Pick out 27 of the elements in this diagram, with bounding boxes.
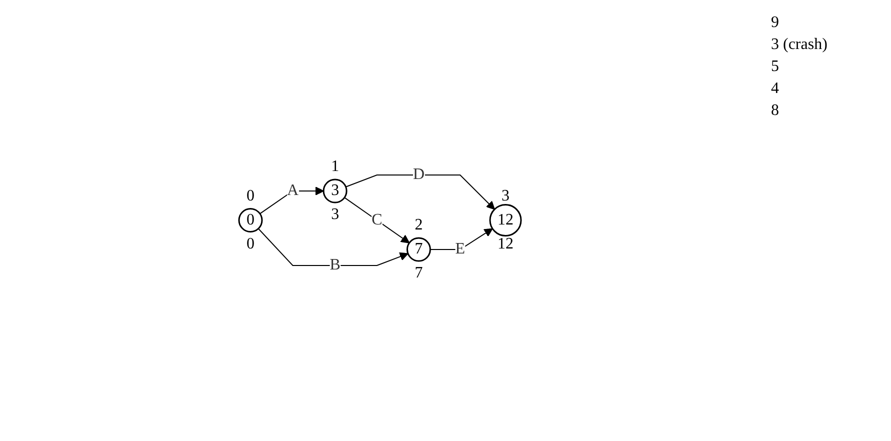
- node-label: 2: [415, 216, 424, 234]
- edge-label: A: [287, 182, 300, 200]
- node-circle: 0: [238, 208, 264, 233]
- node-label: 0: [246, 236, 255, 252]
- arrow: [346, 174, 496, 210]
- node-circle: 7: [406, 238, 432, 262]
- node-circle: 12: [490, 204, 522, 237]
- edge-label: B: [330, 256, 341, 274]
- arrow: [258, 228, 409, 266]
- node-circle: 3: [323, 179, 348, 204]
- node-label: 0: [246, 188, 255, 204]
- arrow: [344, 197, 410, 244]
- edge-label: D: [413, 166, 425, 184]
- node-label: 1: [332, 158, 340, 176]
- node-label: 12: [498, 236, 514, 252]
- node-label: 3: [332, 206, 340, 224]
- edge-label: C: [372, 212, 383, 228]
- duration-label: 5: [771, 58, 780, 76]
- duration-label: 9: [771, 14, 780, 32]
- duration-label: 8: [771, 102, 780, 120]
- node-label: 7: [415, 264, 424, 282]
- edge-label: E: [456, 240, 466, 258]
- node-label: 3: [502, 188, 510, 204]
- duration-label: 4: [771, 80, 780, 98]
- duration-label: 3 (crash): [771, 36, 828, 54]
- arrow: [430, 228, 494, 250]
- arrow: [260, 186, 324, 214]
